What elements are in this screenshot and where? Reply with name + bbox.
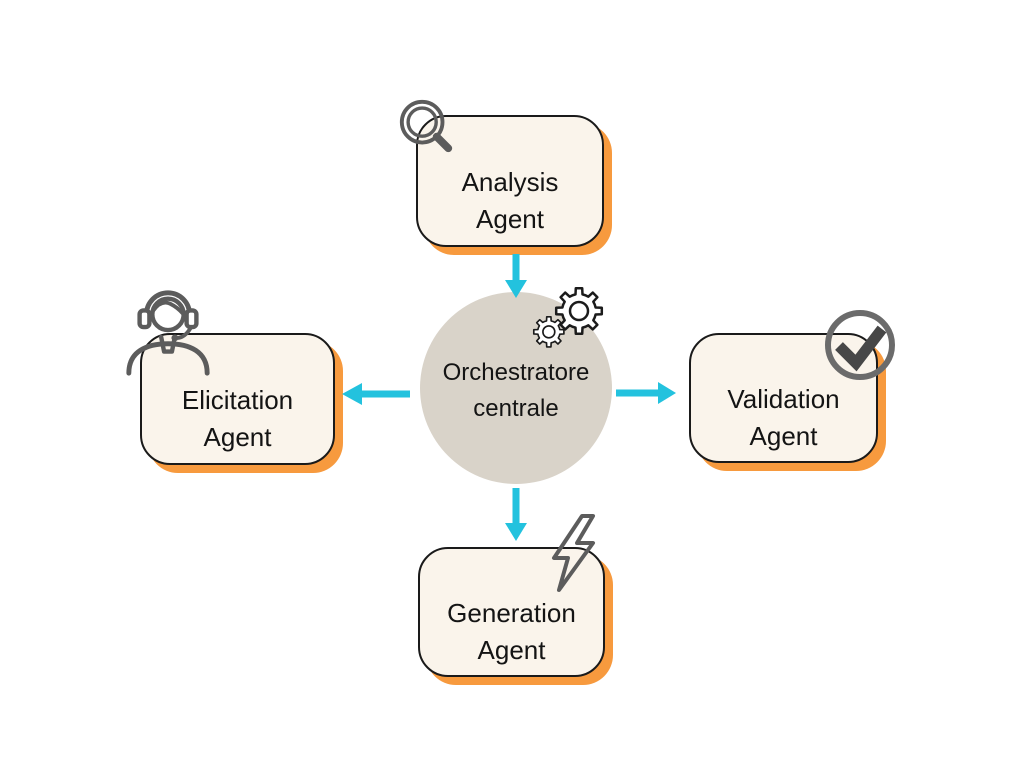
lightning-icon (552, 514, 595, 592)
node-label-line1: Elicitation (181, 385, 294, 415)
node-label-line2: Agent (203, 422, 272, 452)
search-icon (399, 99, 453, 153)
node-analysis-agent: Analysis Agent (416, 115, 604, 247)
arrow-center-to-elicitation (342, 383, 410, 405)
node-label-line1: Validation (727, 384, 840, 414)
node-elicitation-agent: Elicitation Agent (140, 333, 335, 465)
node-label-line2: Agent (476, 204, 544, 234)
node-label-line1: Analysis (461, 167, 559, 197)
node-label-line2: Agent (749, 421, 818, 451)
central-orchestrator-label: Orchestratore centrale (443, 349, 590, 427)
center-label-line1: Orchestratore (442, 359, 590, 386)
arrow-analysis-to-center (505, 254, 527, 298)
node-elicitation-label: Elicitation Agent (182, 342, 293, 456)
node-analysis-label: Analysis Agent (462, 124, 559, 238)
node-label-line2: Agent (477, 635, 546, 665)
node-validation-label: Validation Agent (727, 341, 839, 455)
arrow-center-to-generation (505, 488, 527, 541)
gears-icon (532, 286, 604, 348)
node-label-line1: Generation (447, 598, 576, 628)
center-label-line2: centrale (473, 395, 559, 422)
check-circle-icon (825, 310, 895, 380)
arrow-center-to-validation (616, 382, 676, 404)
headset-agent-icon (126, 290, 210, 376)
node-generation-label: Generation Agent (447, 555, 576, 669)
